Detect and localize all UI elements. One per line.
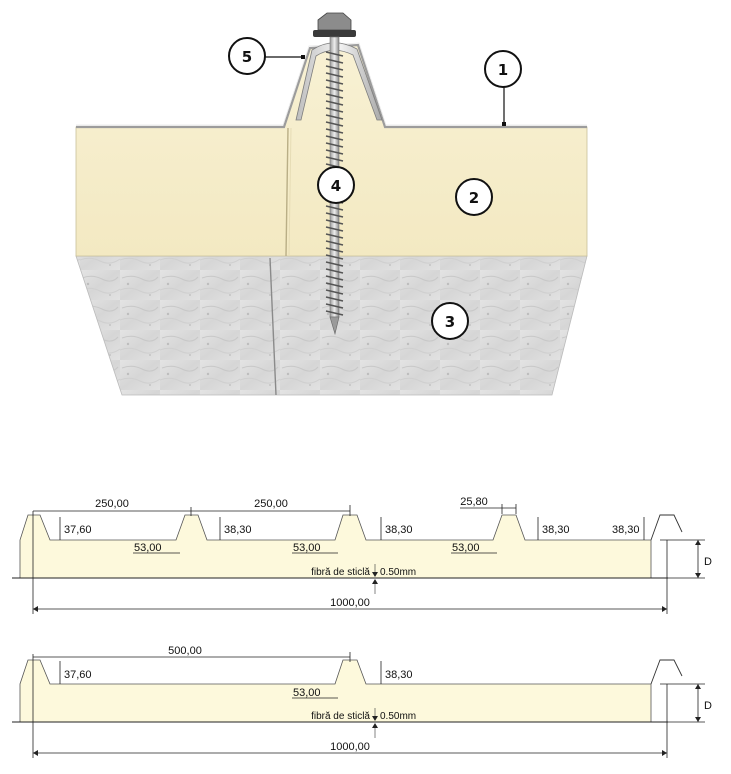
profile-b-total-width: 1000,00 xyxy=(330,741,370,753)
profile-a-panel-body xyxy=(19,514,652,579)
screw-thread xyxy=(325,296,344,302)
screw-thread xyxy=(325,268,344,274)
profile-a-total-arrowhead xyxy=(33,606,38,612)
profile-a-thickness-label: D xyxy=(704,556,712,568)
profile-a-valley-width-3: 53,00 xyxy=(452,542,480,554)
profile-a-total-width: 1000,00 xyxy=(330,597,370,609)
callout-1-label: 1 xyxy=(498,61,508,79)
callout-2: 2 xyxy=(455,178,493,216)
profile-a-valley-width-2: 53,00 xyxy=(293,542,321,554)
screw-thread xyxy=(325,93,344,99)
leader-dot-1 xyxy=(502,122,506,126)
screw-thread xyxy=(325,254,344,260)
screw-thread xyxy=(325,107,344,113)
profile-b-rib-height-first: 37,60 xyxy=(64,669,92,681)
profile-a-rib-height-end: 38,30 xyxy=(612,524,640,536)
screw-thread xyxy=(325,240,344,246)
profile-b-facing-arrowhead-down xyxy=(372,716,378,721)
profile-b-panel-body xyxy=(19,659,652,723)
profile-b-total-arrowhead xyxy=(33,750,38,756)
screw-drill-tip xyxy=(329,316,340,336)
profile-a-facing-thickness: 0.50mm xyxy=(380,567,416,578)
screw-thread xyxy=(325,282,344,288)
profile-b-valley-width: 53,00 xyxy=(293,687,321,699)
roof-section-illustration: 1 2 3 4 5 xyxy=(75,12,588,396)
callout-4: 4 xyxy=(317,166,355,204)
foam-core-joint-shadow xyxy=(288,127,292,257)
screw-washer xyxy=(313,30,356,37)
callout-1: 1 xyxy=(484,50,522,88)
screw-thread xyxy=(325,261,344,267)
screw-thread xyxy=(325,247,344,253)
profile-a-facing-arrowhead-down xyxy=(372,572,378,577)
profile-a-rib-spacing-1: 250,00 xyxy=(95,498,129,510)
profile-a-section: 250,00 250,00 25,80 37,60 38,30 38,30 38… xyxy=(12,496,712,614)
profile-b-section: 500,00 37,60 38,30 53,00 fibră de sticlă… xyxy=(12,645,712,758)
profile-b-thickness-arrowhead xyxy=(695,717,701,722)
screw-thread xyxy=(325,226,344,232)
screw-thread xyxy=(325,86,344,92)
screw-thread xyxy=(325,289,344,295)
profile-a-total-arrowhead xyxy=(662,606,667,612)
profile-a-rib-spacing-2: 250,00 xyxy=(254,498,288,510)
screw-thread xyxy=(325,114,344,120)
profile-a-facing-arrowhead-up xyxy=(372,579,378,584)
screw-thread xyxy=(325,275,344,281)
profile-a-rib-height-3: 38,30 xyxy=(385,524,413,536)
screw-thread xyxy=(325,303,344,309)
screw-thread xyxy=(325,205,344,211)
saddle-washer xyxy=(295,42,383,121)
profile-a-rib-height-2: 38,30 xyxy=(224,524,252,536)
screw-thread xyxy=(325,58,344,64)
profile-b-thickness-arrowhead xyxy=(695,684,701,689)
screw-thread xyxy=(325,65,344,71)
profile-b-end-rib xyxy=(650,659,683,685)
screw-thread xyxy=(325,72,344,78)
leader-dot-5 xyxy=(301,55,305,59)
profile-a-rib-height-first: 37,60 xyxy=(64,524,92,536)
profile-a-facing-note: fibră de sticlă xyxy=(311,567,370,578)
profile-b-total-arrowhead xyxy=(662,750,667,756)
screw-thread xyxy=(325,142,344,148)
callout-3: 3 xyxy=(431,302,469,340)
foam-core-joint xyxy=(285,127,289,257)
screw-thread xyxy=(325,310,344,316)
callout-5-label: 5 xyxy=(242,48,252,66)
callout-2-label: 2 xyxy=(469,189,479,207)
profile-b-rib-spacing: 500,00 xyxy=(168,645,202,657)
profile-b-rib-height-2: 38,30 xyxy=(385,669,413,681)
mineral-wool-joint xyxy=(269,257,277,396)
profile-a-rib-top-width: 25,80 xyxy=(460,496,488,508)
callout-4-label: 4 xyxy=(331,177,341,195)
profile-b-facing-note: fibră de sticlă xyxy=(311,711,370,722)
screw-thread xyxy=(325,121,344,127)
profile-a-thickness-arrowhead xyxy=(695,540,701,545)
screw-hex-head xyxy=(317,12,352,31)
profile-b-facing-thickness: 0.50mm xyxy=(380,711,416,722)
profile-a-end-rib xyxy=(650,514,683,541)
screw-thread xyxy=(325,219,344,225)
screw-thread xyxy=(325,233,344,239)
profile-a-thickness-arrowhead xyxy=(695,573,701,578)
profile-a-rib-height-4: 38,30 xyxy=(542,524,570,536)
screw-thread xyxy=(325,79,344,85)
screw-thread xyxy=(325,128,344,134)
screw-thread xyxy=(325,135,344,141)
screw-thread xyxy=(325,212,344,218)
callout-5: 5 xyxy=(228,37,266,75)
profile-b-thickness-label: D xyxy=(704,700,712,712)
profile-b-facing-arrowhead-up xyxy=(372,723,378,728)
screw-thread xyxy=(325,51,344,57)
screw-thread xyxy=(325,156,344,162)
screw-thread xyxy=(325,100,344,106)
profile-a-valley-width-1: 53,00 xyxy=(134,542,162,554)
callout-3-label: 3 xyxy=(445,313,455,331)
screw-thread xyxy=(325,149,344,155)
